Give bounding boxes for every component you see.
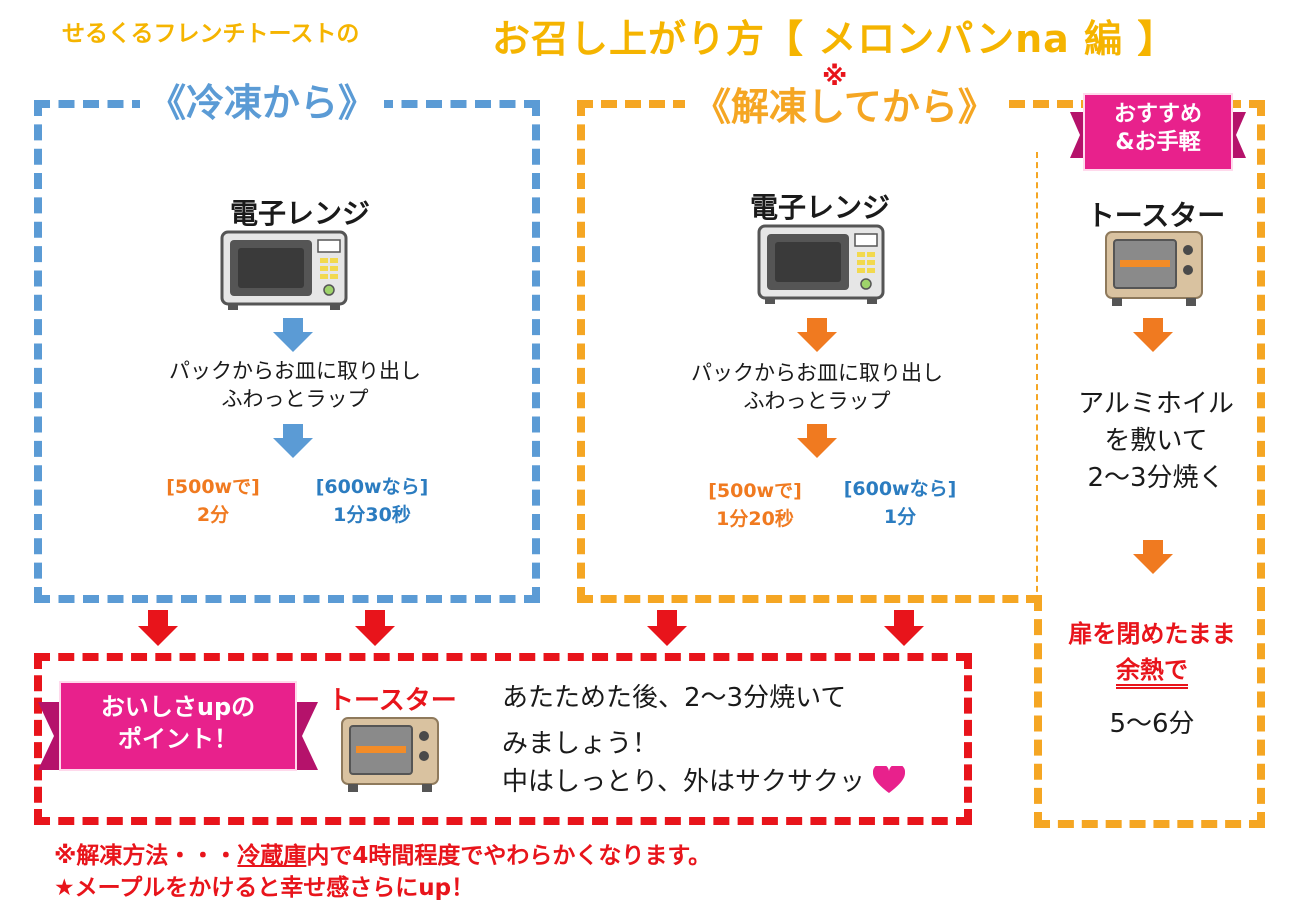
- arrow-down-icon: [797, 424, 837, 458]
- note-thawing-emphasis: 冷蔵庫: [237, 843, 307, 869]
- note-thawing-suffix: 内で4時間程度でやわらかくなります。: [306, 843, 712, 869]
- point-section-frame: [34, 653, 972, 825]
- thawed-500w-time: 1分20秒: [716, 508, 794, 530]
- thawed-step-1: パックからお皿に取り出し: [691, 361, 943, 385]
- recommend-step2-line1: 扉を閉めたまま: [1068, 620, 1236, 648]
- frozen-600w-label: [600wなら]: [315, 476, 429, 498]
- page-subtitle: せるくるフレンチトーストの: [62, 21, 360, 47]
- recommend-ribbon-line2: &お手軽: [1115, 130, 1201, 155]
- note-maple: ★メープルをかけると幸せ感さらにup！: [54, 875, 475, 901]
- recommend-device-label: トースター: [1086, 199, 1226, 232]
- frozen-section-title: 《冷凍から》: [140, 72, 385, 127]
- recommend-section-frame: [1034, 595, 1265, 828]
- thawed-600w-label: [600wなら]: [843, 478, 957, 500]
- arrow-down-icon: [273, 424, 313, 458]
- frozen-step-2: ふわっとラップ: [221, 387, 369, 411]
- point-text-line2: みましょう！: [502, 729, 659, 759]
- ribbon-banner: [38, 681, 318, 771]
- recommend-step1-line3: 2～3分焼く: [1087, 463, 1225, 493]
- point-ribbon-line2: ポイント！: [118, 725, 238, 753]
- note-thawing: ※解凍方法・・・冷蔵庫内で4時間程度でやわらかくなります。: [54, 836, 711, 870]
- recommend-step2-line2: 余熱で: [1042, 652, 1262, 689]
- point-text-line3: 中はしっとり、外はサクサクッ: [502, 763, 906, 801]
- heart-icon: [873, 763, 906, 793]
- page-title: お召し上がり方【 メロンパンna 編 】: [492, 17, 1177, 61]
- arrow-down-icon: [884, 610, 924, 646]
- point-ribbon-line1: おいしさupの: [100, 693, 256, 721]
- microwave-icon: [757, 224, 885, 304]
- arrow-down-icon: [138, 610, 178, 646]
- arrow-down-icon: [355, 610, 395, 646]
- point-text-line3-label: 中はしっとり、外はサクサクッ: [502, 767, 865, 797]
- arrow-down-icon: [1133, 318, 1173, 352]
- toaster-icon: [1105, 231, 1203, 306]
- frozen-device-label: 電子レンジ: [229, 197, 370, 230]
- frozen-step-1: パックからお皿に取り出し: [169, 359, 421, 383]
- thawed-device-label: 電子レンジ: [749, 191, 890, 224]
- arrow-down-icon: [1133, 540, 1173, 574]
- recommend-step2-emphasis: 余熱で: [1116, 656, 1188, 689]
- section-divider: [1036, 152, 1038, 602]
- recommend-step2-time: 5～6分: [1109, 709, 1195, 739]
- thawed-section-title: 《解凍してから》: [685, 76, 1004, 131]
- thawed-500w-label: [500wで]: [708, 480, 802, 502]
- frozen-500w-label: [500wで]: [166, 476, 260, 498]
- ribbon-banner: [1070, 93, 1246, 171]
- thawed-note-mark: ※: [822, 62, 848, 92]
- thawed-600w-time: 1分: [883, 506, 917, 528]
- thawed-section-bottom-border: [577, 595, 1042, 603]
- recommend-ribbon-line1: おすすめ: [1113, 102, 1202, 127]
- toaster-icon: [341, 717, 439, 792]
- frozen-600w-time: 1分30秒: [333, 504, 411, 526]
- recommend-step1-line2: を敷いて: [1104, 426, 1208, 456]
- recommend-step1-line1: アルミホイル: [1078, 389, 1234, 419]
- arrow-down-icon: [273, 318, 313, 352]
- arrow-down-icon: [647, 610, 687, 646]
- note-thawing-prefix: ※解凍方法・・・: [54, 843, 238, 869]
- arrow-down-icon: [797, 318, 837, 352]
- point-device-label: トースター: [328, 686, 457, 716]
- thawed-step-2: ふわっとラップ: [743, 389, 891, 413]
- microwave-icon: [220, 230, 348, 310]
- frozen-500w-time: 2分: [196, 504, 230, 526]
- point-text-line1: あたためた後、2～3分焼いて: [502, 683, 847, 713]
